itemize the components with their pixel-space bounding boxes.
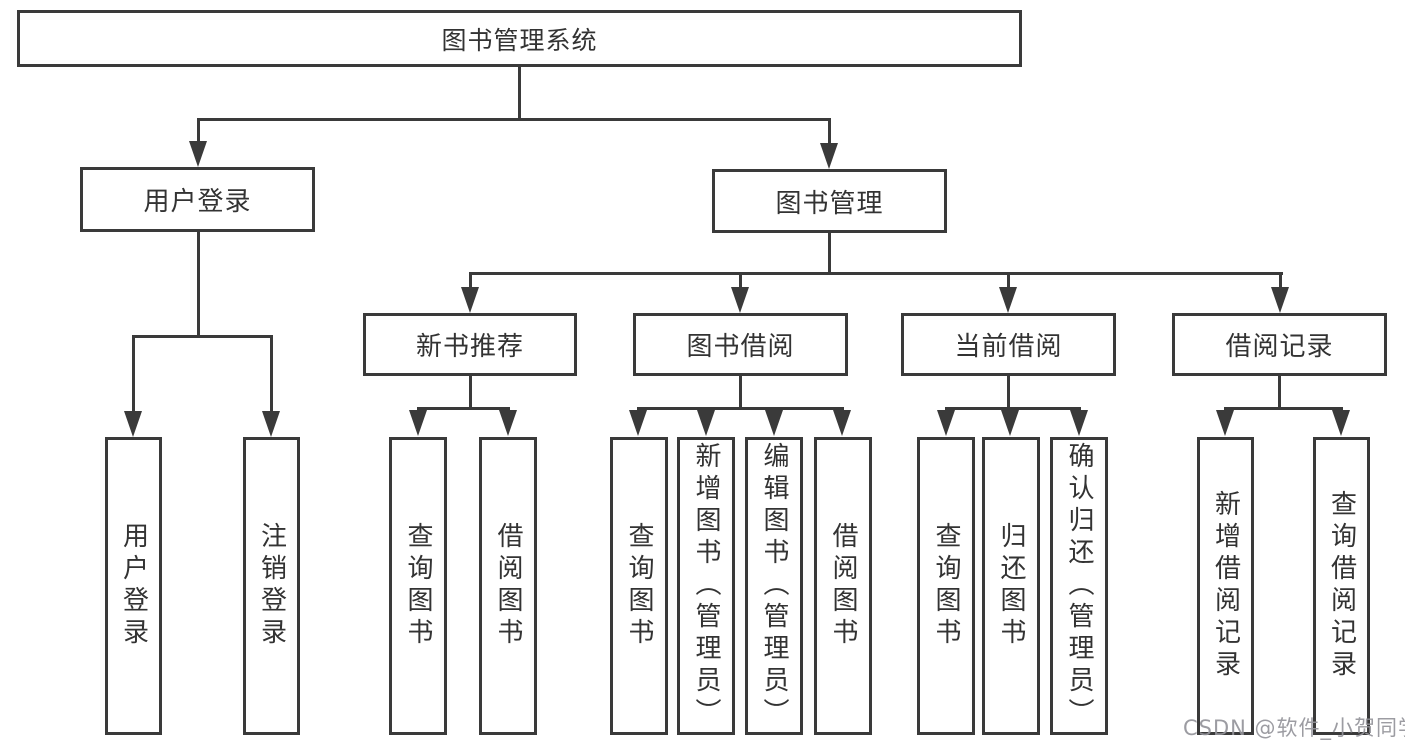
node-label: 用户登录 [143, 187, 252, 217]
leaf-user-login: 用户登录 [105, 437, 162, 735]
node-label: 编辑图书（管理员） [759, 442, 789, 730]
node-label: 确认归还（管理员） [1064, 442, 1094, 730]
leaf-query-borrow-record: 查询借阅记录 [1313, 437, 1370, 735]
arrow-down-icon [1070, 410, 1088, 436]
arrow-down-icon [937, 410, 955, 436]
leaf-edit-book-admin: 编辑图书（管理员） [745, 437, 803, 735]
leaf-add-borrow-record: 新增借阅记录 [1197, 437, 1254, 735]
connector-line [828, 233, 831, 275]
node-label: 当前借阅 [954, 332, 1063, 362]
connector-line [197, 118, 831, 121]
arrow-down-icon [697, 410, 715, 436]
leaf-query-books: 查询图书 [389, 437, 447, 735]
arrow-down-icon [189, 141, 207, 167]
connector-line [1278, 376, 1281, 410]
node-borrowing-records: 借阅记录 [1172, 313, 1387, 376]
node-label: 图书管理 [775, 188, 884, 219]
leaf-logout: 注销登录 [243, 437, 300, 735]
connector-line [197, 232, 200, 338]
node-library-management-system: 图书管理系统 [17, 10, 1022, 67]
leaf-borrow-books: 借阅图书 [814, 437, 872, 735]
node-label: 查询图书 [931, 522, 961, 650]
arrow-down-icon [999, 287, 1017, 313]
arrow-down-icon [629, 410, 647, 436]
node-label: 新增借阅记录 [1210, 490, 1241, 682]
arrow-down-icon [1271, 287, 1289, 313]
node-book-management: 图书管理 [712, 169, 947, 233]
leaf-query-books: 查询图书 [610, 437, 668, 735]
leaf-return-book: 归还图书 [982, 437, 1040, 735]
node-label: 新书推荐 [415, 332, 524, 362]
arrow-down-icon [1216, 410, 1234, 436]
connector-line [132, 335, 135, 414]
arrow-down-icon [731, 287, 749, 313]
node-label: 图书借阅 [686, 332, 795, 362]
node-label: 查询借阅记录 [1326, 490, 1357, 682]
node-current-borrowing: 当前借阅 [901, 313, 1116, 376]
connector-line [197, 118, 200, 144]
node-label: 新增图书（管理员） [691, 442, 721, 730]
connector-line [828, 118, 831, 146]
node-label: 用户登录 [118, 522, 149, 650]
arrow-down-icon [461, 287, 479, 313]
connector-line [1007, 376, 1010, 410]
node-user-login: 用户登录 [80, 167, 315, 232]
node-new-book-recommendation: 新书推荐 [363, 313, 577, 376]
arrow-down-icon [409, 410, 427, 436]
arrow-down-icon [1332, 410, 1350, 436]
csdn-watermark: CSDN @软件_小贺同学 [1183, 716, 1405, 740]
node-book-borrowing: 图书借阅 [633, 313, 848, 376]
arrow-down-icon [124, 411, 142, 437]
arrow-down-icon [765, 410, 783, 436]
node-label: 借阅图书 [493, 522, 523, 650]
connector-line [637, 407, 844, 410]
leaf-confirm-return-admin: 确认归还（管理员） [1050, 437, 1108, 735]
connector-line [1007, 272, 1010, 290]
arrow-down-icon [1001, 410, 1019, 436]
connector-line [469, 272, 472, 290]
node-label: 借阅图书 [828, 522, 858, 650]
node-label: 图书管理系统 [441, 25, 598, 55]
node-label: 注销登录 [256, 522, 287, 650]
leaf-query-books: 查询图书 [917, 437, 975, 735]
connector-line [1279, 272, 1282, 290]
connector-line [417, 407, 510, 410]
connector-line [739, 376, 742, 410]
leaf-borrow-books: 借阅图书 [479, 437, 537, 735]
connector-line [132, 335, 273, 338]
arrow-down-icon [833, 410, 851, 436]
connector-line [270, 335, 273, 414]
connector-line [518, 67, 521, 121]
node-label: 查询图书 [624, 522, 654, 650]
arrow-down-icon [262, 411, 280, 437]
arrow-down-icon [820, 143, 838, 169]
node-label: 查询图书 [403, 522, 433, 650]
connector-line [739, 272, 742, 290]
connector-line [945, 407, 1081, 410]
leaf-add-book-admin: 新增图书（管理员） [677, 437, 735, 735]
connector-line [1224, 407, 1343, 410]
connector-line [469, 376, 472, 410]
connector-line [469, 272, 1283, 275]
node-label: 借阅记录 [1225, 332, 1334, 362]
arrow-down-icon [499, 410, 517, 436]
node-label: 归还图书 [996, 522, 1026, 650]
